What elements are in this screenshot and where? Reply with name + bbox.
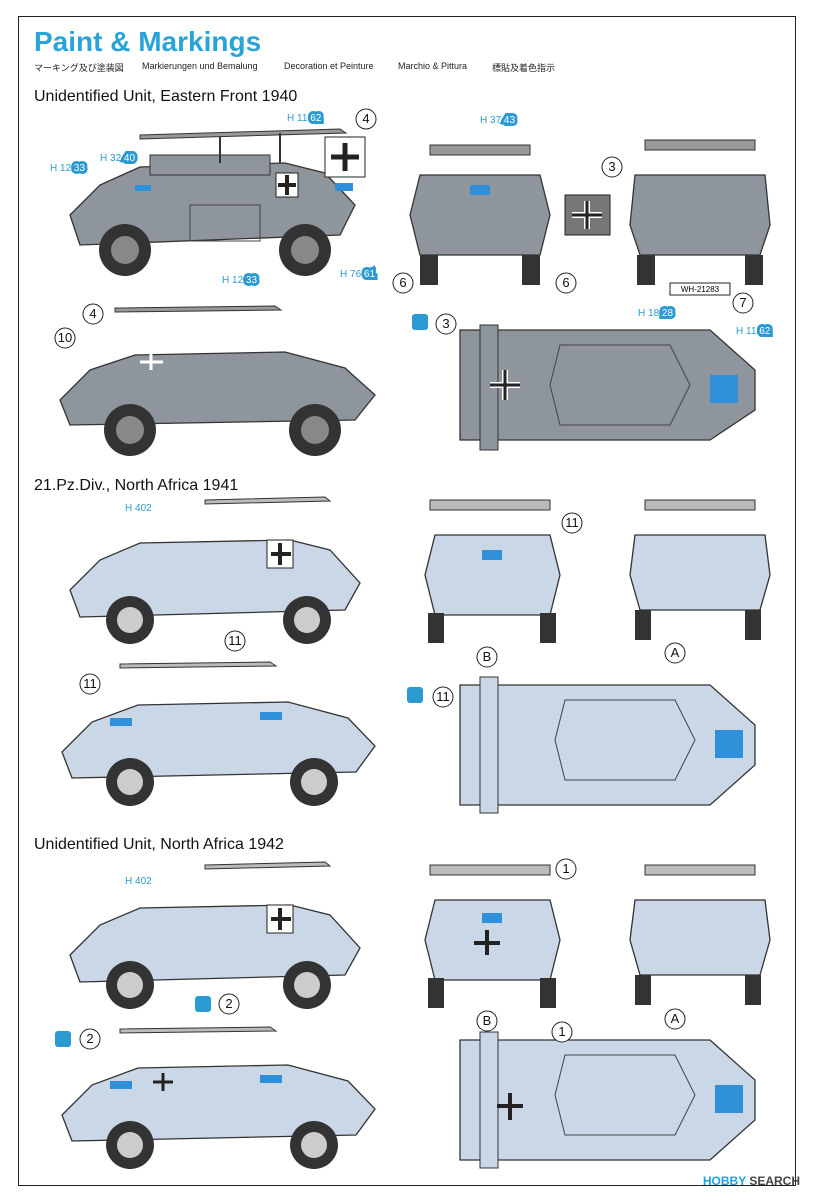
decal-h11-62-top: H 11 62 <box>736 326 771 337</box>
decal-h37-43: H 37 43 <box>480 115 515 126</box>
decal-h11-62: H 11 62 <box>287 113 322 124</box>
decal-h12-33-b: H 12 33 <box>222 275 257 286</box>
callout-4-b: 4 <box>89 306 96 321</box>
decal-h12-33-a: H 12 33 <box>50 163 85 174</box>
section-title-3: Unidentified Unit, North Africa 1942 <box>34 836 284 853</box>
subtitle-it: Marchio & Pittura <box>398 61 468 71</box>
callout-a-a: A <box>671 645 680 660</box>
s3-side-left: H 402 2 <box>69 861 361 1015</box>
s2-front: 11 B <box>424 499 583 668</box>
s1-front: H 37 43 6 6 <box>392 112 577 294</box>
subtitle-fr: Decoration et Peinture <box>284 61 374 71</box>
page-frame <box>18 16 796 1186</box>
callout-11-b: 11 <box>565 515 579 530</box>
callout-6-a: 6 <box>399 275 406 290</box>
s1-side-left: H 11 62 H 12 33 H 32 40 H 12 33 H 76 61 … <box>50 108 378 289</box>
decal-h76-61: H 76 61 <box>340 269 375 280</box>
s3-top: 1 <box>459 1021 756 1169</box>
s3-front: 1 B <box>424 858 577 1032</box>
section-title-2: 21.Pz.Div., North Africa 1941 <box>34 477 239 494</box>
s2-side-left: H 402 11 <box>69 496 361 652</box>
callout-a-b: A <box>671 1011 680 1026</box>
callout-11-d: 11 <box>436 689 450 704</box>
callout-11-c: 11 <box>83 676 97 691</box>
callout-4-a: 4 <box>362 111 369 126</box>
decal-h402-a: H 402 <box>125 503 152 514</box>
callout-1-a: 1 <box>562 861 569 876</box>
hobby-search-logo: HOBBY SEARCH <box>702 1174 800 1188</box>
callout-3-b: 3 <box>442 316 449 331</box>
callout-2-b: 2 <box>86 1031 93 1046</box>
s3-side-right: 2 <box>55 1026 376 1169</box>
page-title: Paint & Markings <box>34 26 262 57</box>
s2-top: 11 <box>407 676 756 814</box>
decal-h18-28: H 18 28 <box>638 308 673 319</box>
subtitle-zh: 標貼及着色指示 <box>492 63 556 73</box>
callout-1-b: 1 <box>558 1024 565 1039</box>
callout-11-a: 11 <box>228 633 242 648</box>
callout-b-b: B <box>483 1013 492 1028</box>
callout-2-a: 2 <box>225 996 232 1011</box>
decal-h402-b: H 402 <box>125 876 152 887</box>
s1-flag-decal: 3 <box>564 156 623 236</box>
s1-rear: WH-21283 7 <box>629 139 771 314</box>
s2-rear: A <box>629 499 771 664</box>
s3-rear: A <box>629 864 771 1030</box>
callout-3-a: 3 <box>608 159 615 174</box>
callout-6-b: 6 <box>562 275 569 290</box>
callout-7: 7 <box>739 295 746 310</box>
s1-side-right: 4 10 <box>54 303 376 456</box>
subtitle-ja: マーキング及び塗装図 <box>34 63 124 73</box>
subtitle-de: Markierungen und Bemalung <box>142 61 258 71</box>
callout-b-a: B <box>483 649 492 664</box>
callout-10: 10 <box>58 330 72 345</box>
decal-h32-40: H 32 40 <box>100 153 135 164</box>
section-title-1: Unidentified Unit, Eastern Front 1940 <box>34 88 298 105</box>
s1-top: H 18 28 H 11 62 3 <box>412 305 774 451</box>
license-plate: WH-21283 <box>681 285 720 294</box>
s2-side-right: 11 <box>61 661 376 806</box>
